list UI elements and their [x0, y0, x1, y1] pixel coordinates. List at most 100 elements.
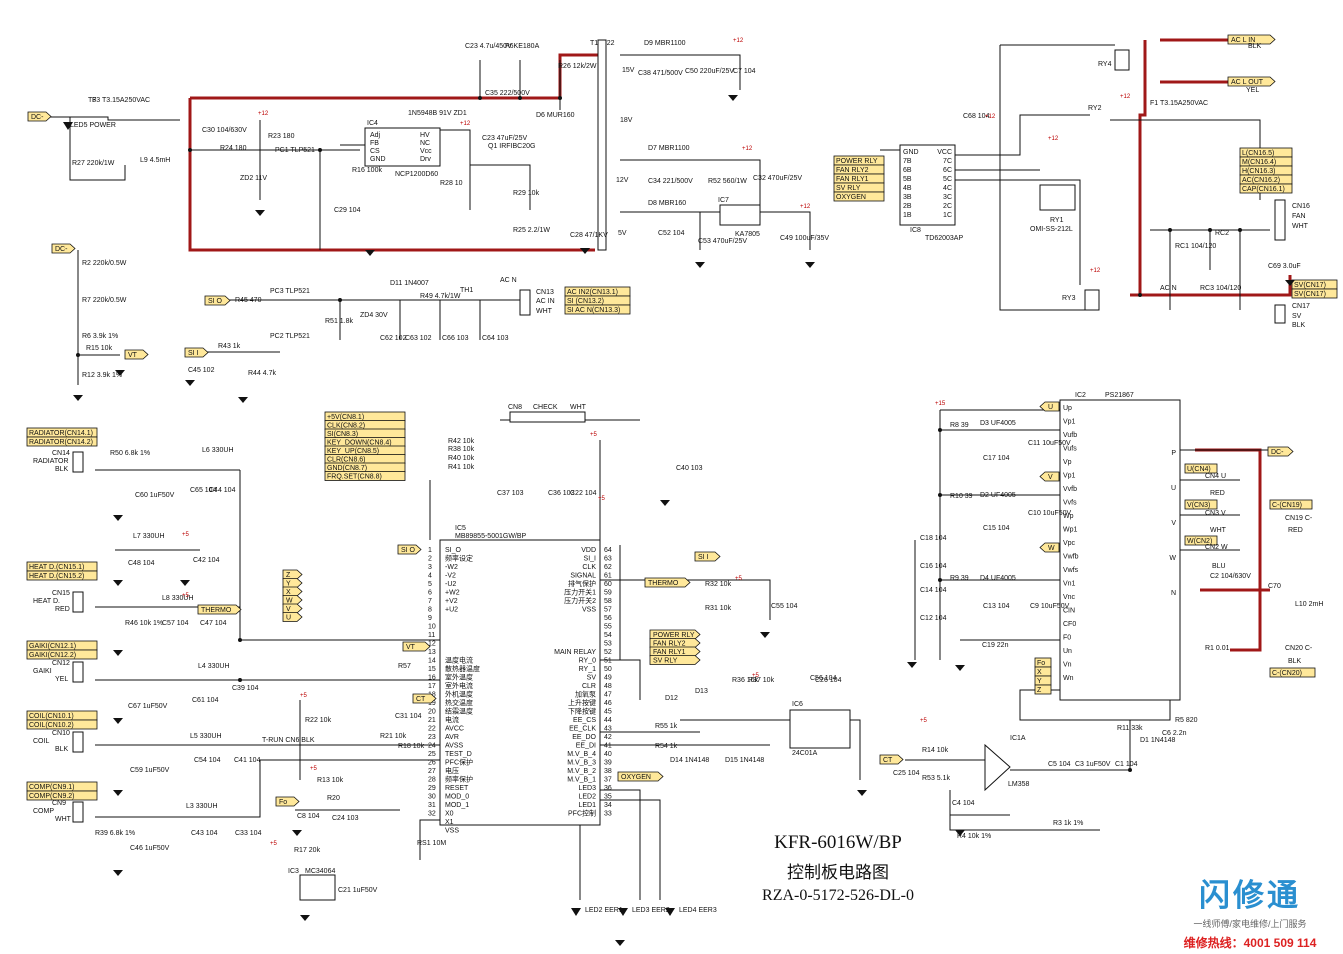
ground-2 [238, 397, 248, 403]
ground-5 [365, 250, 375, 256]
inductor-l3-label: L3 330UH [186, 803, 218, 810]
cap-c26-label: C26 104 [815, 677, 842, 684]
rail-p5-0: +5 [182, 532, 190, 538]
si-o-flag-shape [204, 295, 231, 306]
ic5-pin-label-right: M.V_B_1 [567, 777, 596, 784]
ic2-pin-left: F0 [1063, 635, 1071, 642]
mcu-relay-flag-0-shape [649, 629, 701, 640]
part-d7-label: D7 MBR1100 [648, 145, 690, 152]
phase-y-flag-mcu: Y [286, 581, 291, 588]
cap-c70-label: C70 [1268, 583, 1281, 590]
ic5-pin-num-left: 19 [428, 700, 436, 707]
junction-7 [238, 638, 242, 642]
c-cn19-flag: C-(CN19) [1272, 502, 1302, 509]
part-d9-label: D9 MBR1100 [644, 40, 686, 47]
cn8-color-label: WHT [570, 404, 587, 411]
ic4-pin-right: Drv [420, 156, 431, 163]
v-cn3-flag: V(CN3) [1187, 502, 1210, 509]
ic5-pin-label-left: 电流 [445, 715, 459, 724]
ry3-coil [1084, 289, 1100, 311]
phase-x-flag-mcu: X [286, 589, 291, 596]
cn17-flag-1-box [1291, 288, 1338, 299]
ic5-pin-num-left: 8 [428, 607, 432, 614]
cap-c35-label: C35 222/500V [485, 90, 530, 97]
phase-w-flag-mcu: W [286, 598, 293, 605]
ipm-z-box-box [1034, 684, 1052, 695]
rail-p5-1: +5 [182, 593, 190, 599]
ic5-pin-num-right: 58 [604, 598, 612, 605]
drawing-code: RZA-0-5172-526-DL-0 [762, 887, 914, 904]
diagram-name: 控制板电路图 [787, 863, 889, 882]
junction-13 [1168, 228, 1172, 232]
resistor-r13-label: R13 10k [317, 777, 344, 784]
ic5-pin-label-right: 上升按键 [568, 698, 596, 707]
resistor-r5-label: R5 820 [1175, 717, 1198, 724]
cn14-color-label: BLK [55, 466, 69, 473]
ipm-w-flag: W [1048, 545, 1055, 552]
rail-p12-7: +12 [1090, 268, 1101, 274]
cap-c59-label: C59 1uF50V [130, 767, 170, 774]
ic5-pin-label-left: MOD_0 [445, 794, 469, 801]
cap-c25-label: C25 104 [893, 770, 920, 777]
phase-u-flag-mcu-shape [282, 612, 303, 622]
cap-c12-label: C12 104 [920, 615, 947, 622]
inductor-l5-label: L5 330UH [190, 733, 222, 740]
cn14-connector [72, 451, 84, 473]
fuse-f3-label: F3 T3.15A250VAC [92, 97, 150, 104]
cap-c33-label: C33 104 [235, 830, 262, 837]
rail-p12-2: +12 [733, 38, 744, 44]
ic5-pin-num-right: 38 [604, 768, 612, 775]
ic5-pin-num-right: 45 [604, 709, 612, 716]
ic1-opamp [984, 743, 1011, 792]
ic5-pin-num-left: 2 [428, 556, 432, 563]
ic5-pin-label-right: LED3 [578, 785, 596, 792]
vt-flag-shape [124, 349, 149, 360]
cap-c34-label: C34 221/500V [648, 178, 693, 185]
resistor-r2-label: R2 220k/0.5W [82, 260, 127, 267]
cn16-sub-label: FAN [1292, 213, 1306, 220]
ic2-pin-right: V [1171, 520, 1176, 527]
ic5-pin-num-left: 16 [428, 675, 436, 682]
mcu-relay-flag-0: POWER RLY [653, 632, 695, 639]
ic5-pin-num-left: 7 [428, 598, 432, 605]
resistor-r4-label: R4 10k 1% [957, 833, 991, 840]
cn3-label: CN3 V [1205, 510, 1226, 517]
ic5-pin-num-left: 1 [428, 547, 432, 554]
ic4-ref: IC4 [367, 120, 378, 127]
cn14-label: CN14 [52, 450, 70, 457]
ic5-pin-label-right: VSS [582, 607, 596, 614]
ic5-pin-num-right: 53 [604, 641, 612, 648]
cap-c38-label: C38 471/500V [638, 70, 683, 77]
cn16-flag-0: L(CN16.5) [1242, 150, 1274, 157]
ic5-pin-num-left: 12 [428, 641, 436, 648]
ic5-pin-label-right: PFC控制 [568, 809, 596, 818]
mcu-relay-flag-3: SV RLY [653, 658, 678, 665]
part-zd1-label: 1N5948B 91V ZD1 [408, 110, 467, 117]
ac-l-out-flag: AC L OUT [1231, 79, 1264, 86]
cn15-color-label: RED [55, 606, 70, 613]
resistor-r21-label: R21 10k [380, 733, 407, 740]
ic5-pin-label-right: 加氧泵 [575, 690, 596, 699]
ic5-pin-num-right: 61 [604, 573, 612, 580]
resistor-r39-label: R39 6.8k 1% [95, 830, 135, 837]
resistor-r12-label: R12 3.9k 1% [82, 372, 122, 379]
ic5-pin-num-left: 3 [428, 564, 432, 571]
ic5-pin-label-right: EE_DI [576, 743, 596, 750]
cap-c52-label: C52 104 [658, 230, 685, 237]
cn16-label: CN16 [1292, 203, 1310, 210]
ic8-ref: IC8 [910, 227, 921, 234]
cn19-label: CN19 C- [1285, 515, 1313, 522]
ic5-pin-num-left: 24 [428, 743, 436, 750]
resistor-r25-label: R25 2.2/1W [513, 227, 550, 234]
ic8-flag-3: SV RLY [836, 185, 861, 192]
ic8-flag-2: FAN RLY1 [836, 176, 869, 183]
resistor-r42-label: R42 10k [448, 438, 475, 445]
thermo-flag-left-shape [197, 604, 242, 615]
cap-c17-label: C17 104 [983, 455, 1010, 462]
c-cn20-flag-box [1269, 667, 1316, 678]
cap-c32-label: C32 470uF/25V [753, 175, 802, 182]
cn9-sub-label: COMP [33, 808, 54, 815]
radiator-cn-flag-1: RADIATOR(CN14.2) [29, 439, 93, 446]
ic4-pin-left: FB [370, 140, 379, 147]
